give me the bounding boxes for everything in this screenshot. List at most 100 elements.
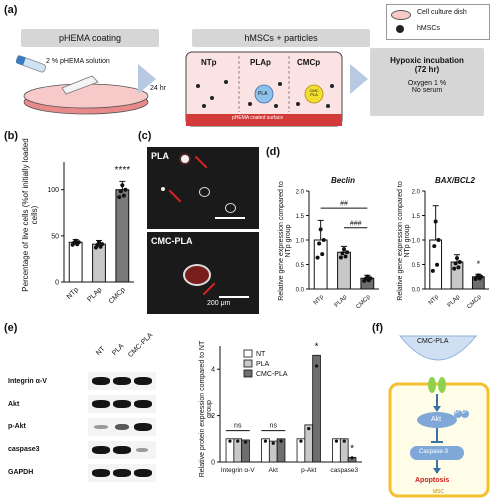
caspase-node [410,446,464,460]
red-arrow-icon [202,282,216,296]
data-point [314,364,319,368]
micrograph-cmc-pla: CMC-PLA 200 μm [147,232,259,314]
data-point [320,252,325,257]
arrow-label: 24 hr [150,85,166,92]
hypoxic-detail-2: No serum [411,87,443,94]
group-ntp: NTp [201,58,217,67]
pathway-particle: CMC-PLA [417,338,449,345]
culture-title-box: hMSCs + particles [192,29,370,47]
y-tick-label: 2 [211,413,215,420]
blot-integrin [88,372,156,390]
data-point [318,227,323,232]
integrin-icon [428,377,436,393]
micro-label-pla: PLA [151,151,169,161]
data-point [345,250,350,255]
y-tick-label: 1.0 [412,239,421,245]
bar [92,243,106,283]
cell-blob [181,155,189,163]
significance-label: * [477,259,481,269]
pathway-apoptosis: Apoptosis [415,477,450,484]
y-tick-label: 100 [47,187,59,194]
data-point [271,441,275,445]
red-arrow-icon [168,189,182,203]
panel-d-letter: (d) [266,146,281,158]
y-tick-label: 2.0 [412,190,421,196]
x-tick-label: NTp [66,286,80,300]
cell-legend-icon [396,25,404,33]
data-point [263,439,268,443]
bar [313,239,328,290]
hypoxic-detail-1: Oxygen 1 % [407,80,447,87]
group-cmcp: CMCp [297,58,321,67]
down-arrow-icon [433,406,441,412]
hypoxic-title: Hypoxic incubation (72 hr) [390,56,464,74]
blot-p-akt [88,418,156,436]
y-tick-label: 0 [55,280,59,287]
x-tick-label: Integrin α-V [221,467,255,474]
red-arrow-icon [194,155,208,169]
particle-shape [398,335,478,361]
y-tick-label: 2.0 [296,190,305,196]
micro-label-cmc: CMC-PLA [151,236,193,246]
data-point [365,274,370,279]
group-plap: PLAp [250,58,271,67]
culture-dish [185,51,343,127]
scale-bar [215,217,245,219]
x-tick-label: caspase3 [330,467,358,474]
pathway-phospho-2: P [462,410,467,416]
data-point [430,268,435,273]
coating-title-box: pHEMA coating [21,29,159,47]
data-point [97,240,101,245]
legend-label: PLA [256,361,270,368]
cell-blob [225,203,236,213]
pipette-icon [61,75,99,95]
blot-row-label-4: GAPDH [8,469,34,476]
data-point [299,439,303,443]
y-tick-label: 1.0 [296,239,305,245]
coating-title: pHEMA coating [58,33,122,43]
panel-a-letter: (a) [4,4,18,16]
cell-blob [199,187,210,197]
x-tick-label: CMCp [466,294,483,311]
coating-subtitle: 2 % pHEMA solution [46,58,110,65]
data-point [340,251,345,256]
scale-label: 200 μm [207,300,231,307]
x-tick-label: p-Akt [301,467,316,474]
data-point [453,261,458,266]
significance-label: ### [350,220,362,227]
panel-b-letter: (b) [4,130,19,142]
data-point [120,183,125,188]
arrow-1 [138,64,156,94]
data-point [100,242,105,247]
hypoxic-box: Hypoxic incubation (72 hr) Oxygen 1 % No… [370,48,484,116]
data-point [342,439,346,443]
right-arrow-icon [350,64,368,94]
significance-label: ns [270,423,278,430]
data-point [435,262,440,267]
data-point [236,439,240,443]
data-point [343,254,348,259]
surface-label: pHEMA coated surface [232,115,284,121]
bar [68,241,83,283]
dish-legend-icon [391,10,411,20]
data-point [456,265,461,270]
tube-icon [15,55,47,73]
x-tick-label: CMCp [108,286,127,305]
legend-box: Cell culture dish hMSCs [386,4,490,40]
panel-f-letter: (f) [372,322,383,334]
chart-title: Beclin [331,176,355,185]
bar [276,438,286,463]
significance-label: * [350,444,354,455]
bar [339,438,349,463]
data-point [342,247,346,252]
x-tick-label: PLAp [334,294,349,309]
data-point [307,426,311,431]
blot-row-label-3: caspase3 [8,446,40,453]
y-tick-label: 0.0 [412,288,421,294]
bar [304,424,314,463]
y-tick-label: 0 [211,460,215,467]
cell-blob [161,187,165,191]
data-point [315,255,320,260]
data-point [73,238,78,243]
